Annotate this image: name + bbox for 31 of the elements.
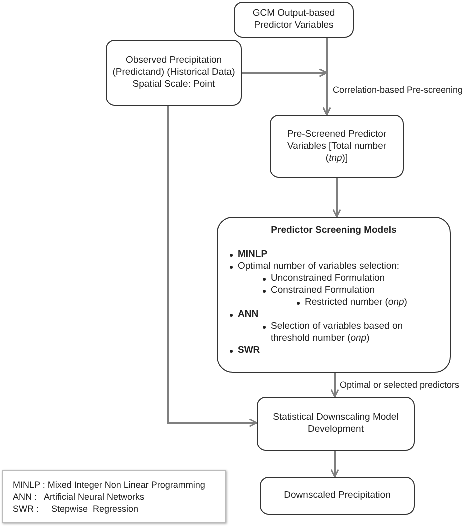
arrow: [167, 106, 258, 428]
list-item: Restricted number (onp): [305, 297, 408, 309]
arrow: [330, 451, 340, 478]
arrow: [242, 68, 332, 115]
process-box: [257, 397, 415, 451]
model-box: [217, 217, 451, 373]
list-item: ANN: [238, 309, 259, 321]
process-box: [234, 2, 354, 38]
arrow: [330, 373, 340, 398]
box-text: Downscaled Precipitation: [284, 490, 391, 502]
abbreviation-box: [2, 470, 226, 523]
box-text: Pre-Screened Predictor Variables [Total number (tnp)]: [286, 128, 388, 164]
output-box: [260, 477, 415, 515]
box-text: GCM Output-based Predictor Variables: [252, 8, 336, 32]
abbreviation-text: SWR : Stepwise Regression: [13, 502, 139, 514]
box-heading: Predictor Screening Models: [270, 225, 398, 237]
abbreviation-text: MINLP : Mixed Integer Non Linear Programming: [13, 478, 206, 490]
box-text: Observed Precipitation (Predictand) (Historical Data) Spatial Scale: Point: [112, 55, 236, 91]
list-item: SWR: [238, 345, 260, 357]
abbreviation-text: ANN : Artificial Neural Networks: [13, 490, 145, 502]
list-item: Unconstrained Formulation: [271, 273, 386, 285]
arrow: [332, 178, 342, 218]
edge-label: Correlation-based Pre-screening: [333, 85, 464, 96]
list-item: Constrained Formulation: [271, 285, 376, 297]
edge-label: Optimal or selected predictors: [340, 380, 460, 391]
list-item: MINLP: [238, 249, 268, 261]
process-box: [270, 115, 404, 178]
list-item: Optimal number of variables selection:: [238, 261, 400, 273]
input-box: [106, 40, 242, 106]
list-item: Selection of variables based on threshold number (onp): [271, 321, 404, 345]
box-text: Statistical Downscaling Model Development: [272, 412, 400, 436]
